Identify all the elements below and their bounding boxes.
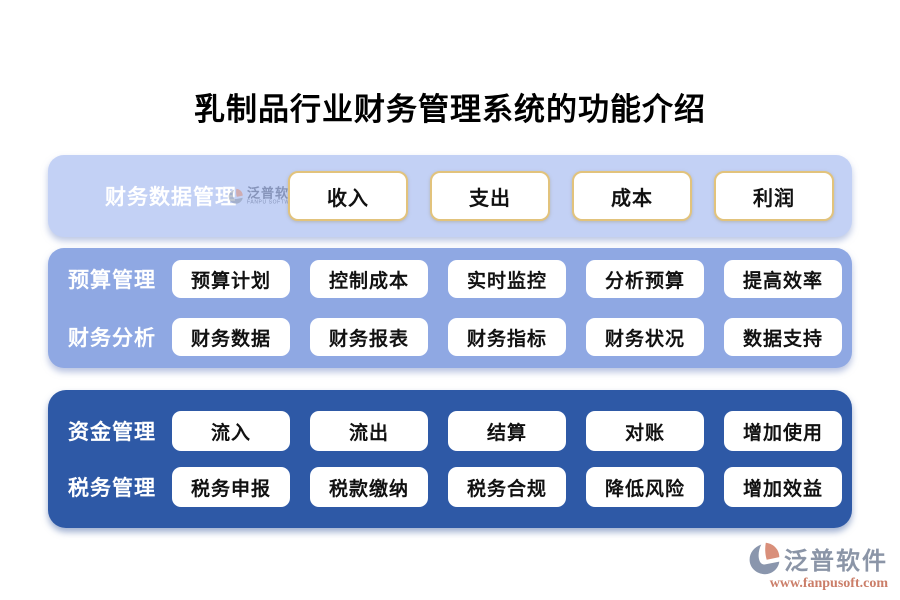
feature-button-group: 流入流出结算对账增加使用 (172, 411, 842, 451)
feature-button[interactable]: 预算计划 (172, 260, 290, 298)
group-label-fund: 资金管理 (68, 421, 156, 444)
feature-button[interactable]: 财务状况 (586, 318, 704, 356)
feature-button-group: 预算计划控制成本实时监控分析预算提高效率 (172, 260, 842, 298)
feature-button[interactable]: 流出 (310, 411, 428, 451)
brand-footer: 泛普软件 www.fanpusoft.com (746, 540, 888, 592)
feature-button[interactable]: 分析预算 (586, 260, 704, 298)
feature-button[interactable]: 降低风险 (586, 467, 704, 507)
watermark-brand-subtext: FANPU SOFTWARE (247, 199, 302, 206)
feature-button-group: 税务申报税款缴纳税务合规降低风险增加效益 (172, 467, 842, 507)
feature-button[interactable]: 流入 (172, 411, 290, 451)
brand-url: www.fanpusoft.com (769, 576, 888, 591)
feature-row-budget: 预算管理预算计划控制成本实时监控分析预算提高效率 (48, 260, 852, 298)
band-fund-tax: 资金管理流入流出结算对账增加使用税务管理税务申报税款缴纳税务合规降低风险增加效益 (48, 390, 852, 528)
group-label-budget: 预算管理 (68, 269, 156, 292)
feature-button[interactable]: 税款缴纳 (310, 467, 428, 507)
band-financial-data: 泛普软件 FANPU SOFTWARE 财务数据管理收入支出成本利润 (48, 155, 852, 237)
feature-button[interactable]: 支出 (430, 171, 550, 221)
page-title: 乳制品行业财务管理系统的功能介绍 (194, 92, 706, 127)
brand-row: 泛普软件 (746, 540, 888, 576)
feature-button[interactable]: 税务申报 (172, 467, 290, 507)
feature-button[interactable]: 成本 (572, 171, 692, 221)
feature-button[interactable]: 实时监控 (448, 260, 566, 298)
feature-button[interactable]: 财务指标 (448, 318, 566, 356)
feature-row-fund: 资金管理流入流出结算对账增加使用 (48, 411, 852, 451)
feature-row-analysis: 财务分析财务数据财务报表财务指标财务状况数据支持 (48, 318, 852, 356)
fanpu-logo-icon (228, 188, 243, 204)
feature-button-group: 收入支出成本利润 (288, 171, 834, 221)
feature-button[interactable]: 数据支持 (724, 318, 842, 356)
fanpu-logo-icon (749, 542, 780, 575)
feature-button[interactable]: 提高效率 (724, 260, 842, 298)
feature-button[interactable]: 对账 (586, 411, 704, 451)
feature-row-financial-data: 财务数据管理 收入支出成本利润 (48, 171, 852, 221)
feature-button[interactable]: 增加使用 (724, 411, 842, 451)
band-budget-analysis: 预算管理预算计划控制成本实时监控分析预算提高效率财务分析财务数据财务报表财务指标… (48, 248, 852, 368)
feature-button[interactable]: 财务数据 (172, 318, 290, 356)
feature-button[interactable]: 税务合规 (448, 467, 566, 507)
feature-button[interactable]: 结算 (448, 411, 566, 451)
group-label-analysis: 财务分析 (68, 327, 156, 350)
feature-button[interactable]: 财务报表 (310, 318, 428, 356)
feature-button-group: 财务数据财务报表财务指标财务状况数据支持 (172, 318, 842, 356)
feature-row-tax: 税务管理税务申报税款缴纳税务合规降低风险增加效益 (48, 467, 852, 507)
feature-button[interactable]: 增加效益 (724, 467, 842, 507)
group-label-financial-data: 财务数据管理 (105, 186, 237, 209)
feature-button[interactable]: 控制成本 (310, 260, 428, 298)
brand-name: 泛普软件 (784, 547, 888, 575)
feature-button[interactable]: 收入 (288, 171, 408, 221)
group-label-tax: 税务管理 (68, 477, 156, 500)
feature-button[interactable]: 利润 (714, 171, 834, 221)
